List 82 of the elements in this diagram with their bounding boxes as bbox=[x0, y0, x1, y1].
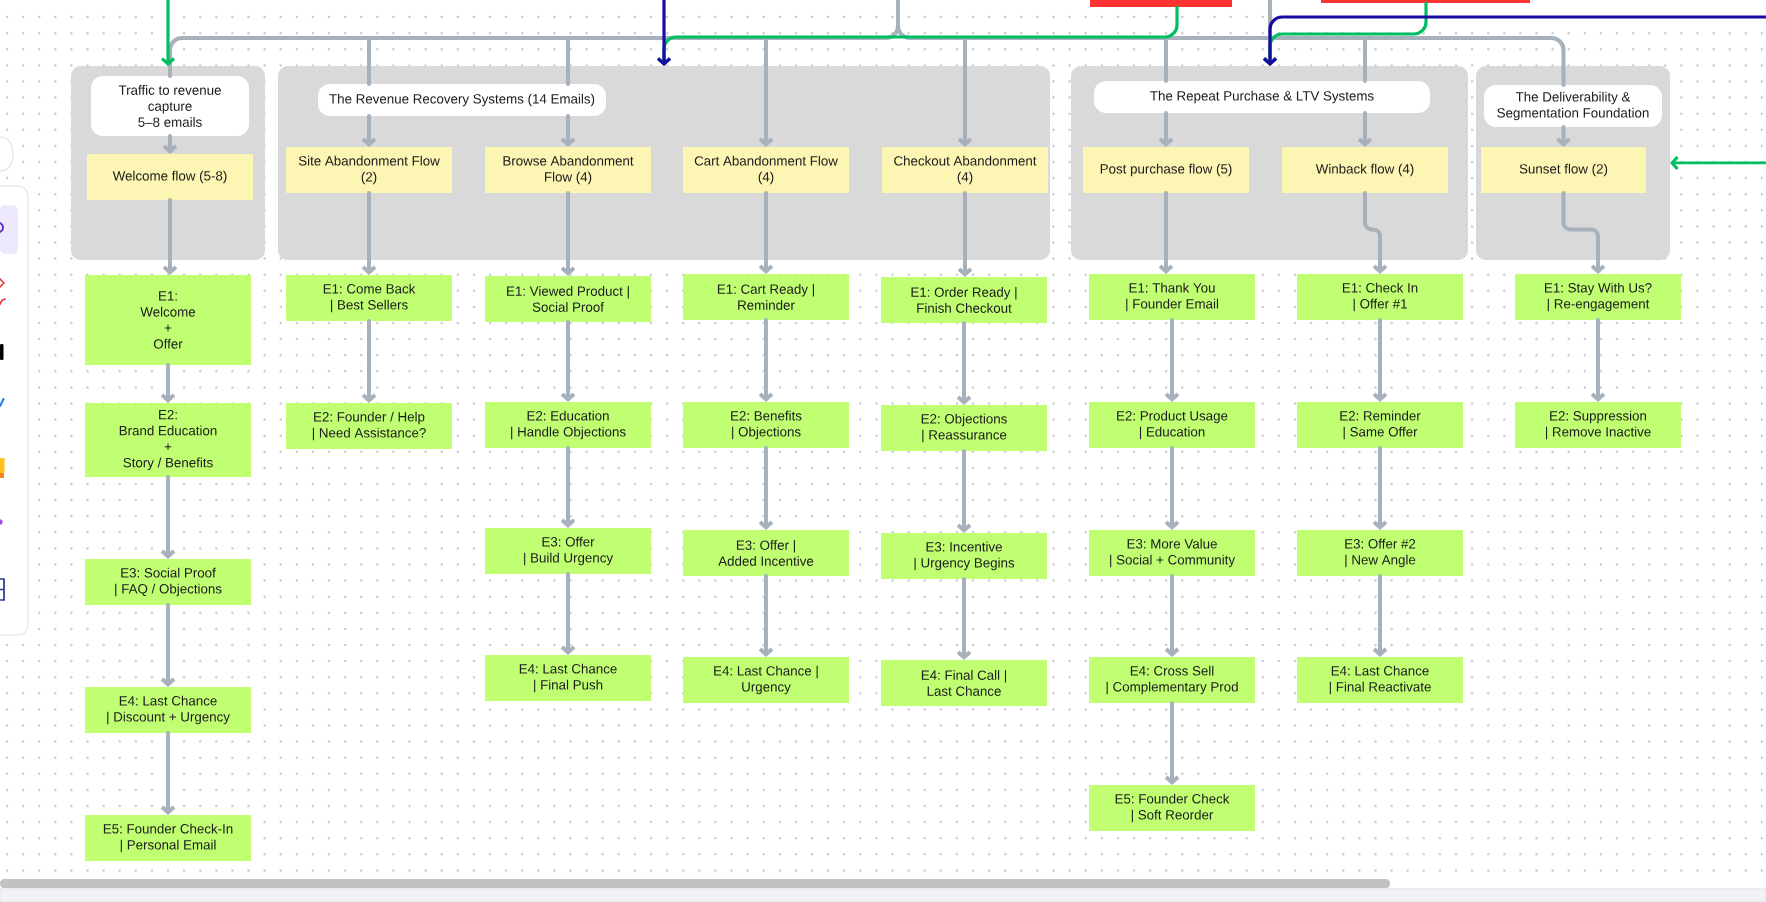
arrow bbox=[560, 446, 576, 528]
email-box: E1: Come Back | Best Sellers bbox=[286, 275, 452, 321]
arrow bbox=[1556, 48, 1571, 147]
email-box: E2: Suppression | Remove Inactive bbox=[1515, 402, 1681, 448]
arrow bbox=[758, 191, 774, 274]
flow-box: Cart Abandonment Flow (4) bbox=[683, 147, 849, 193]
email-box: E3: Offer #2 | New Angle bbox=[1297, 530, 1463, 576]
arrow bbox=[1590, 318, 1606, 402]
email-box: E2: Objections | Reassurance bbox=[881, 405, 1047, 451]
arrow bbox=[361, 191, 377, 275]
email-box: E1: Stay With Us? | Re-engagement bbox=[1515, 274, 1681, 320]
arrow bbox=[560, 191, 576, 276]
arrow bbox=[1164, 446, 1180, 530]
email-box: E3: Offer | Build Urgency bbox=[485, 528, 651, 574]
email-box: E1: Cart Ready | Reminder bbox=[683, 274, 849, 320]
flow-box: Post purchase flow (5) bbox=[1083, 147, 1249, 193]
arrow bbox=[162, 48, 178, 154]
email-box: E3: Offer | Added Incentive bbox=[683, 530, 849, 576]
arrow bbox=[162, 198, 178, 275]
arrow bbox=[956, 321, 972, 405]
email-box: E1: Viewed Product | Social Proof bbox=[485, 276, 651, 322]
flow-box: Browse Abandonment Flow (4) bbox=[485, 147, 651, 193]
arrow bbox=[361, 319, 377, 403]
arrow bbox=[957, 191, 973, 277]
arrow bbox=[758, 574, 774, 657]
email-box: E2: Product Usage | Education bbox=[1089, 402, 1255, 448]
note-box bbox=[1321, 0, 1530, 3]
note-box bbox=[1090, 0, 1232, 7]
arrow bbox=[656, 0, 672, 66]
section-title: The Deliverability & Segmentation Foundation bbox=[1484, 85, 1662, 127]
email-box: E4: Last Chance | Urgency bbox=[683, 657, 849, 703]
email-box: E1: Welcome + Offer bbox=[85, 275, 251, 365]
arrow bbox=[160, 0, 176, 66]
email-box: E1: Check In | Offer #1 bbox=[1297, 274, 1463, 320]
arrow bbox=[1372, 318, 1388, 402]
arrow bbox=[1164, 574, 1180, 657]
email-box: E2: Reminder | Same Offer bbox=[1297, 402, 1463, 448]
email-box: E4: Last Chance | Final Push bbox=[485, 655, 651, 701]
arrow bbox=[1372, 574, 1388, 657]
email-box: E3: More Value | Social + Community bbox=[1089, 530, 1255, 576]
arrow bbox=[1164, 318, 1180, 402]
arrow bbox=[957, 36, 973, 147]
email-box: E2: Brand Education + Story / Benefits bbox=[85, 403, 251, 477]
arrow bbox=[956, 577, 972, 660]
arrow bbox=[758, 318, 774, 402]
email-box: E4: Last Chance | Discount + Urgency bbox=[85, 687, 251, 733]
arrow bbox=[560, 572, 576, 655]
arrow bbox=[758, 36, 774, 147]
arrow bbox=[1363, 191, 1388, 274]
arrow bbox=[758, 446, 774, 530]
email-box: E2: Benefits | Objections bbox=[683, 402, 849, 448]
arrow bbox=[1670, 155, 1766, 171]
email-box: E5: Founder Check | Soft Reorder bbox=[1089, 785, 1255, 831]
arrow bbox=[1158, 191, 1174, 274]
section-title: The Revenue Recovery Systems (14 Emails) bbox=[318, 84, 606, 116]
arrow bbox=[1561, 191, 1606, 274]
section-title: Traffic to revenue capture 5–8 emails bbox=[91, 76, 249, 136]
flow-box: Winback flow (4) bbox=[1282, 147, 1448, 193]
email-box: E3: Incentive | Urgency Begins bbox=[881, 533, 1047, 579]
email-box: E2: Founder / Help | Need Assistance? bbox=[286, 403, 452, 449]
email-box: E4: Cross Sell | Complementary Prod bbox=[1089, 657, 1255, 703]
arrow bbox=[160, 731, 176, 815]
email-box: E4: Last Chance | Final Reactivate bbox=[1297, 657, 1463, 703]
arrow bbox=[160, 475, 176, 559]
email-box: E2: Education | Handle Objections bbox=[485, 402, 651, 448]
arrow bbox=[1262, 15, 1766, 66]
email-box: E1: Order Ready | Finish Checkout bbox=[881, 277, 1047, 323]
flow-box: Checkout Abandonment (4) bbox=[882, 147, 1048, 193]
email-box: E3: Social Proof | FAQ / Objections bbox=[85, 559, 251, 605]
email-box: E4: Final Call | Last Chance bbox=[881, 660, 1047, 706]
flow-box: Welcome flow (5-8) bbox=[87, 154, 253, 200]
arrow bbox=[560, 320, 576, 402]
arrow bbox=[1372, 446, 1388, 530]
section-title: The Repeat Purchase & LTV Systems bbox=[1094, 81, 1430, 113]
arrow bbox=[160, 603, 176, 687]
arrow bbox=[956, 449, 972, 533]
email-box: E5: Founder Check-In | Personal Email bbox=[85, 815, 251, 861]
email-box: E1: Thank You | Founder Email bbox=[1089, 274, 1255, 320]
flow-box: Sunset flow (2) bbox=[1481, 147, 1646, 193]
flow-box: Site Abandonment Flow (2) bbox=[286, 147, 452, 193]
arrow bbox=[1164, 701, 1180, 785]
arrow bbox=[160, 363, 176, 403]
